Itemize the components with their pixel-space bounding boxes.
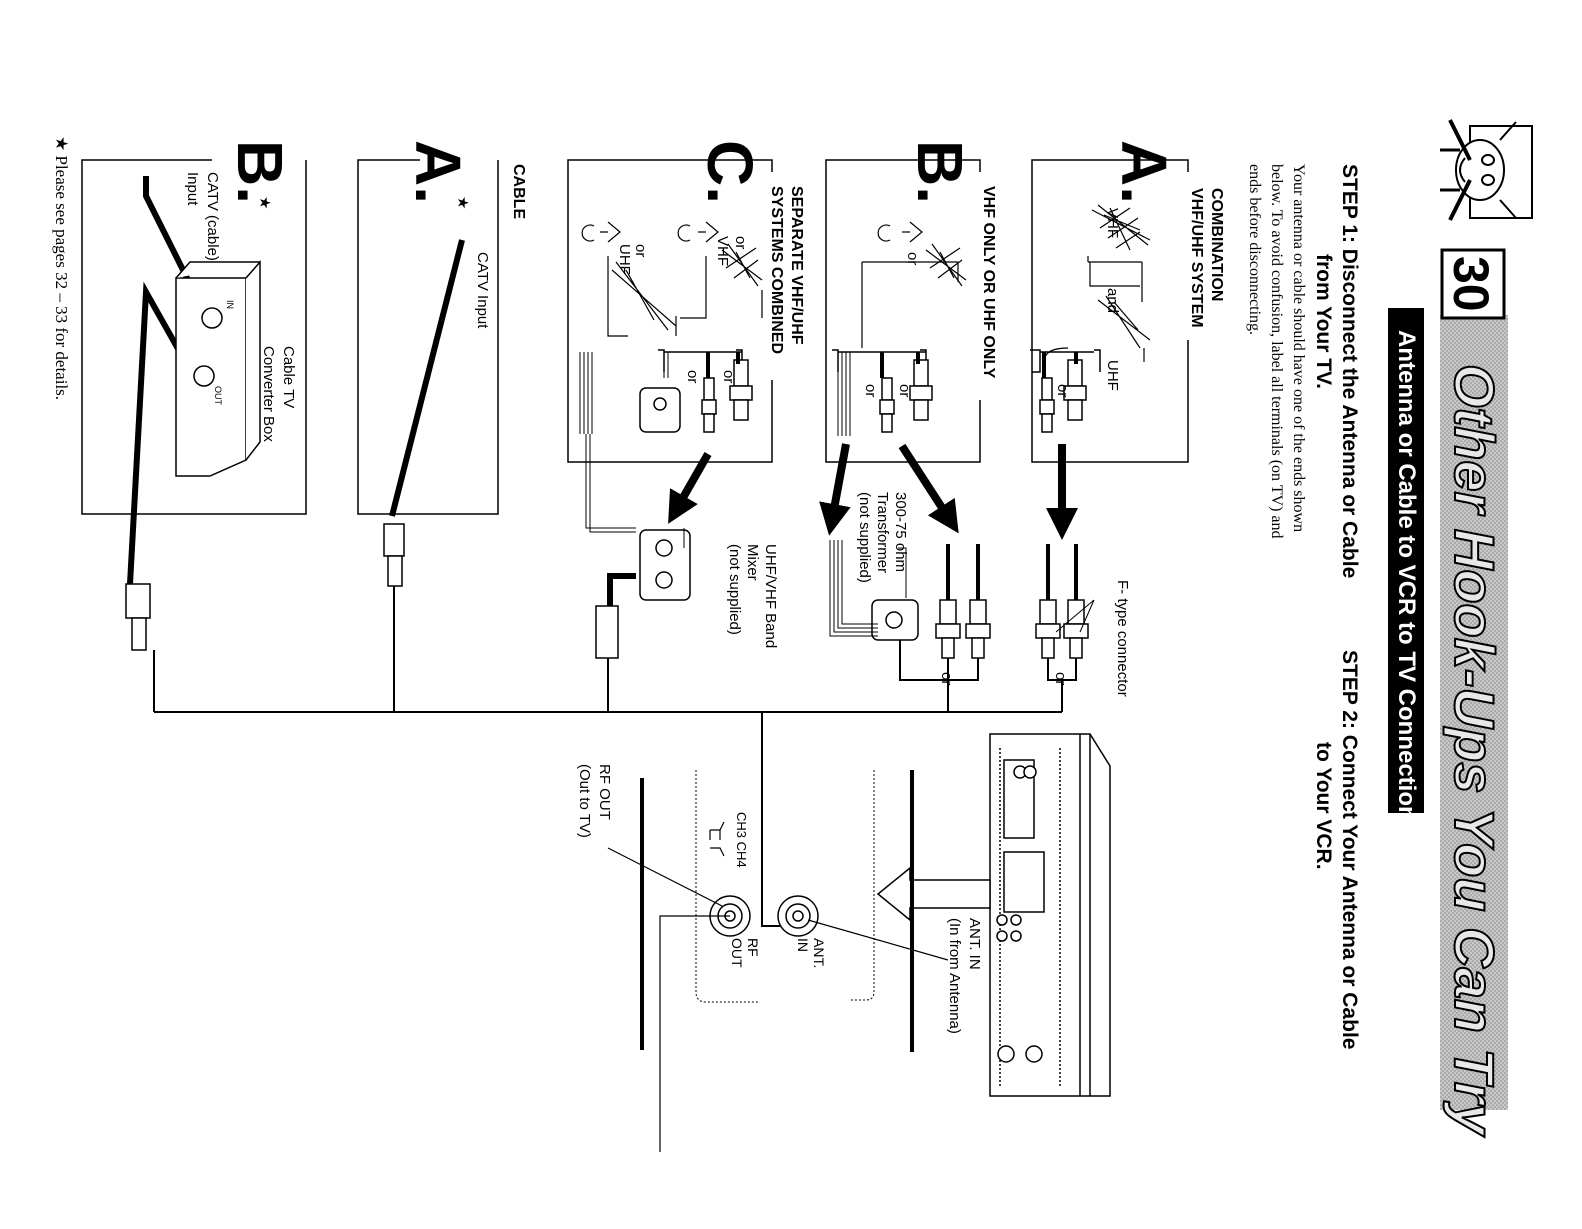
heading-vhf-uhf-system: VHF/UHF SYSTEM xyxy=(1188,188,1205,328)
box-vhf-uhf-only xyxy=(825,159,981,463)
label-converter-box: Converter Box xyxy=(260,346,277,442)
label-or-c2: or xyxy=(632,244,649,258)
heading-separate-1: SEPARATE VHF/UHF xyxy=(788,186,805,345)
label-or-c3: or xyxy=(720,370,737,384)
label-catv-input-a: CATV Input xyxy=(474,252,491,329)
antenna-icon xyxy=(581,204,1151,363)
box-cable-a xyxy=(357,159,499,515)
page-number: 30 xyxy=(1443,256,1499,312)
label-rf: RF xyxy=(745,938,761,957)
converter-box-icon xyxy=(175,260,261,477)
coax-jack-icons xyxy=(709,895,819,937)
label-rf-out-2: (Out to TV) xyxy=(576,764,593,838)
label-in-jack: IN xyxy=(795,938,811,952)
label-or-c4: or xyxy=(684,370,701,384)
mascot-icon xyxy=(1440,119,1517,221)
label-transformer-2: Transformer xyxy=(874,492,891,574)
label-transformer-3: (not supplied) xyxy=(856,492,873,583)
label-or-f2: or xyxy=(938,672,955,686)
label-ant-in-1: ANT. IN xyxy=(966,918,983,970)
step2-heading: STEP 2: Connect Your Antenna or Cable xyxy=(1338,650,1361,1050)
label-mixer-2: Mixer xyxy=(744,544,761,581)
step1-body-2: below. To avoid confusion, label all ter… xyxy=(1268,164,1285,539)
bracket-lines xyxy=(658,349,1101,373)
step1-body-1: Your antenna or cable should have one of… xyxy=(1290,164,1307,533)
label-ant: ANT. xyxy=(811,938,827,969)
vcr-icon xyxy=(989,733,1111,1097)
hollow-arrow xyxy=(876,866,991,922)
connector-icons xyxy=(639,359,1087,433)
title-banner xyxy=(1440,315,1508,1110)
letter-a: A. xyxy=(1108,140,1180,204)
label-transformer-1: 300-75 ohm xyxy=(892,492,909,573)
label-input: Input xyxy=(184,172,201,206)
label-rf-out-1: RF OUT xyxy=(596,764,613,820)
star-b: ★ xyxy=(256,196,273,210)
heading-vhf-only: VHF ONLY OR UHF ONLY xyxy=(980,186,997,379)
heading-combination: COMBINATION xyxy=(1208,188,1225,302)
label-or-c1: or xyxy=(732,236,749,250)
letter-b: B. xyxy=(904,140,976,204)
subtitle-bar xyxy=(1388,308,1424,813)
label-out: OUT xyxy=(213,386,223,405)
page-title: Other Hook-Ups You Can Try xyxy=(1442,363,1507,1136)
label-cable-tv: Cable TV xyxy=(280,346,297,409)
step1-heading: STEP 1: Disconnect the Antenna or Cable xyxy=(1338,164,1361,579)
page-number-box xyxy=(1440,248,1506,320)
label-or-b1: or xyxy=(904,252,921,266)
heading-cable: CABLE xyxy=(510,164,527,220)
label-or-a: or xyxy=(1054,384,1071,398)
heading-separate-2: SYSTEMS COMBINED xyxy=(768,186,785,355)
label-mixer-3: (not supplied) xyxy=(726,544,743,635)
footnote: ★ Please see pages 32 – 33 for details. xyxy=(52,136,71,401)
box-cable-b xyxy=(81,159,307,515)
step1-body-3: ends before disconnecting. xyxy=(1246,164,1263,336)
label-f-type: F- type connector xyxy=(1114,580,1131,697)
box-separate xyxy=(567,159,773,463)
label-or-f1: or xyxy=(1052,672,1069,686)
rear-panel-lines xyxy=(640,770,914,1052)
box-combination xyxy=(1031,159,1189,463)
step2-heading-2: to Your VCR. xyxy=(1312,742,1335,870)
letter-cable-a: A. xyxy=(402,140,474,204)
label-ant-in-2: (In from Antenna) xyxy=(946,918,963,1034)
letter-c: C. xyxy=(694,140,766,204)
label-or-b2: or xyxy=(896,384,913,398)
label-vhf-c: VHF xyxy=(714,236,731,266)
bus-lines xyxy=(153,586,1063,927)
label-vhf: VHF xyxy=(1104,208,1121,238)
section-subtitle: Antenna or Cable to VCR to TV Connection… xyxy=(1393,330,1420,835)
step1-heading-2: from Your TV. xyxy=(1312,254,1335,389)
label-in: IN xyxy=(225,300,235,309)
label-uhf-c: UHF xyxy=(616,244,633,275)
label-out-jack: OUT xyxy=(729,938,745,968)
label-ch3-ch4: CH3 CH4 xyxy=(734,812,749,868)
star-a: ★ xyxy=(454,196,471,210)
arrow-lines xyxy=(668,443,1078,540)
label-uhf: UHF xyxy=(1104,360,1121,391)
letter-cable-b: B. xyxy=(224,140,296,204)
label-or-b3: or xyxy=(862,384,879,398)
label-and: and xyxy=(1104,288,1121,314)
label-catv-cable: CATV (cable) xyxy=(204,172,221,261)
label-mixer-1: UHF/VHF Band xyxy=(762,544,779,649)
